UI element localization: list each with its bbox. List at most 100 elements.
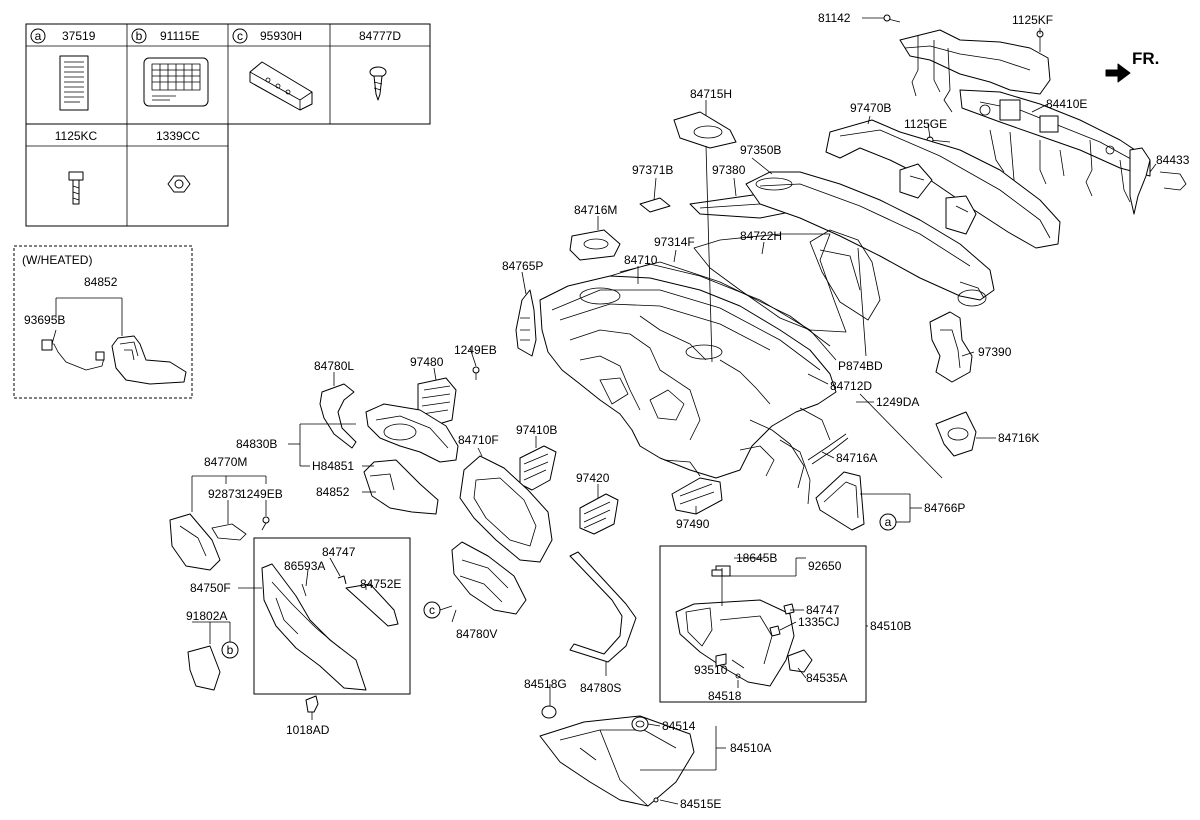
side-trim-84765P bbox=[515, 289, 537, 357]
part-label-84747-right: 84747 bbox=[806, 603, 840, 617]
part-label-84515E: 84515E bbox=[680, 797, 721, 811]
part-label-84510A: 84510A bbox=[730, 741, 771, 755]
part-label-81142: 81142 bbox=[818, 11, 851, 25]
part-label-84716K: 84716K bbox=[998, 431, 1039, 445]
lower-fascia-84780V bbox=[451, 541, 527, 615]
part-label-92650: 92650 bbox=[808, 559, 842, 573]
speaker-cover-84716M bbox=[569, 229, 621, 261]
legend-b-circle bbox=[131, 28, 147, 44]
cover-84852 bbox=[363, 459, 439, 515]
front-indicator-text: FR. bbox=[1132, 49, 1159, 68]
main-dashboard bbox=[539, 261, 837, 505]
callout-a: a bbox=[879, 513, 897, 531]
part-label-84766P: 84766P bbox=[924, 501, 965, 515]
part-label-97350B: 97350B bbox=[740, 143, 781, 157]
part-label-1125KF: 1125KF bbox=[1012, 13, 1053, 27]
legend-c-letter: c bbox=[237, 29, 243, 43]
part-label-84716M: 84716M bbox=[574, 203, 617, 217]
part-label-84780L: 84780L bbox=[314, 359, 354, 373]
part-label-97480: 97480 bbox=[410, 355, 444, 369]
fuse-label-icon bbox=[143, 57, 209, 107]
bezel-84780L bbox=[319, 383, 357, 449]
glove-box-84510A bbox=[539, 705, 695, 807]
part-label-84780S: 84780S bbox=[580, 681, 621, 695]
cluster-housing bbox=[365, 403, 459, 463]
legend-b-letter: b bbox=[136, 29, 143, 43]
part-label-97314F: 97314F bbox=[654, 235, 695, 249]
part-label-84710: 84710 bbox=[624, 253, 658, 267]
part-label-18645B: 18645B bbox=[736, 551, 777, 565]
part-label-84712D: 84712D bbox=[830, 379, 872, 393]
part-label-84716A: 84716A bbox=[836, 451, 877, 465]
speaker-grille-84715H bbox=[673, 111, 737, 149]
defroster-duct bbox=[825, 119, 1061, 249]
fastener-1018AD bbox=[305, 695, 319, 713]
part-label-1335CJ: 1335CJ bbox=[798, 615, 839, 629]
part-label-97470B: 97470B bbox=[850, 101, 891, 115]
part-label-97420: 97420 bbox=[576, 471, 610, 485]
part-label-84752E: 84752E bbox=[360, 577, 401, 591]
leader-lines bbox=[191, 17, 1157, 805]
trim-strip-84780S bbox=[569, 551, 637, 663]
part-label-84518G: 84518G bbox=[524, 677, 567, 691]
part-label-84770M: 84770M bbox=[204, 455, 247, 469]
part-label-84722H: 84722H bbox=[740, 229, 782, 243]
part-label-84830B: 84830B bbox=[236, 437, 277, 451]
part-label-84747-left: 84747 bbox=[322, 545, 356, 559]
lower-pad-group bbox=[253, 537, 411, 695]
heated-title: (W/HEATED) bbox=[22, 253, 92, 267]
callout-c-letter: c bbox=[429, 603, 435, 617]
legend-e-part: 1125KC bbox=[55, 129, 98, 143]
part-label-91802A: 91802A bbox=[186, 609, 227, 623]
part-label-P874BD: P874BD bbox=[838, 359, 883, 373]
part-label-84765P: 84765P bbox=[502, 259, 543, 273]
callout-b-letter: b bbox=[227, 643, 234, 657]
part-labels: 81142 1125KF 84715H 97470B 84410E 1125GE… bbox=[186, 11, 1190, 811]
part-label-86593A: 86593A bbox=[284, 559, 325, 573]
heated-part-84852: 84852 bbox=[84, 275, 118, 289]
part-label-97371B: 97371B bbox=[632, 163, 673, 177]
vent-97420 bbox=[579, 493, 619, 535]
part-label-97490: 97490 bbox=[676, 517, 710, 531]
part-label-84510B: 84510B bbox=[870, 619, 911, 633]
legend-f-part: 1339CC bbox=[156, 129, 200, 143]
callout-b: b bbox=[221, 641, 239, 659]
part-label-84715H: 84715H bbox=[690, 87, 732, 101]
callout-c: c bbox=[423, 601, 441, 619]
legend-c-part: 95930H bbox=[260, 29, 302, 43]
cowl-cross-bar bbox=[883, 14, 1187, 215]
nut-icon bbox=[167, 175, 191, 193]
legend-b-part: 91115E bbox=[160, 29, 200, 43]
center-fascia-84710F bbox=[459, 455, 553, 563]
speaker-cover-84716K bbox=[935, 411, 977, 457]
legend-a-part: 37519 bbox=[62, 29, 96, 43]
legend-table: a 37519 b 91115E c 95930H 84777D bbox=[25, 23, 431, 227]
part-label-97410B: 97410B bbox=[516, 423, 557, 437]
part-label-84750F: 84750F bbox=[190, 581, 231, 595]
center-panel-84722H bbox=[693, 229, 881, 333]
part-label-93510: 93510 bbox=[694, 663, 728, 677]
part-label-84514: 84514 bbox=[662, 719, 696, 733]
bolt-icon bbox=[68, 171, 84, 205]
vent-97490 bbox=[671, 477, 723, 515]
sensor-icon bbox=[249, 61, 313, 111]
part-label-H84851: H84851 bbox=[312, 459, 354, 473]
part-label-1125GE: 1125GE bbox=[904, 117, 947, 131]
vent-97410B bbox=[519, 445, 557, 491]
label-sticker-icon bbox=[59, 55, 89, 111]
part-label-84518: 84518 bbox=[708, 689, 742, 703]
part-label-1249DA: 1249DA bbox=[876, 395, 919, 409]
part-label-1249EB-left: 1249EB bbox=[240, 487, 283, 501]
part-label-84710F: 84710F bbox=[458, 433, 499, 447]
side-duct bbox=[929, 311, 973, 383]
part-label-1249EB-top: 1249EB bbox=[454, 343, 497, 357]
part-label-1018AD: 1018AD bbox=[286, 723, 330, 737]
legend-c-circle bbox=[232, 28, 248, 44]
heated-part-93695B: 93695B bbox=[24, 313, 65, 327]
part-label-84535A: 84535A bbox=[806, 671, 847, 685]
part-label-84852: 84852 bbox=[316, 485, 350, 499]
bracket-84770M bbox=[169, 513, 270, 571]
legend-d-part: 84777D bbox=[359, 29, 401, 43]
glove-box-group bbox=[659, 545, 867, 703]
